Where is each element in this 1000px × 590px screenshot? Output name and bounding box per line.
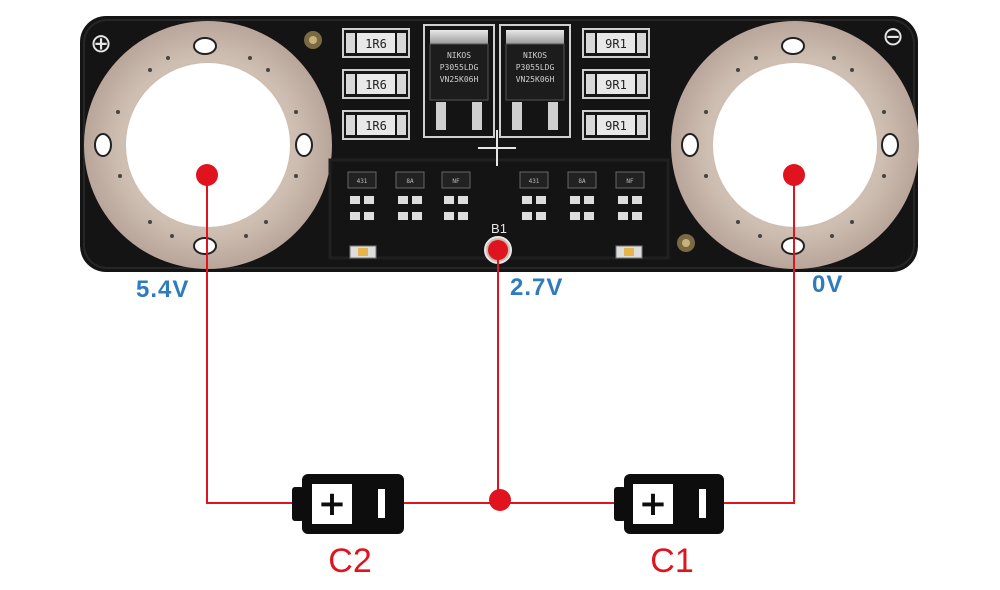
battery-terminal-icon [292,487,304,521]
chip-label: 8A [578,178,586,185]
probe-dot-right [783,164,805,186]
right-pad-slot-right [881,133,899,157]
mosfet-mark-line1: NIKOS [447,51,471,60]
voltage-label-left: 5.4V [136,276,189,303]
chip-label: NF [626,178,634,185]
wire-left [206,175,300,504]
resistor-label: 1R6 [365,37,387,51]
right-resistors: 9R1 9R1 9R1 [582,28,650,140]
wire-right [723,175,795,504]
chip-label: NF [452,178,460,185]
left-terminal-pad [84,21,332,269]
right-terminal-pad [671,21,919,269]
capacitor-label-c1: C1 [650,542,693,580]
pcb-trace-outline [328,158,670,260]
minus-bar-icon [378,489,385,518]
left-pad-slot-top [193,37,217,55]
chip-label: 8A [406,178,414,185]
right-pad-hole [713,63,877,227]
left-pad-slot-bottom [193,237,217,255]
right-pad-slot-left [681,133,699,157]
mosfet-mark-line2: P3055LDG [440,63,479,72]
left-pad-slot-left [94,133,112,157]
mosfet-mark-line2: P3055LDG [516,63,555,72]
resistor-label: 9R1 [605,119,627,133]
left-pad-slot-right [295,133,313,157]
wiring [206,175,795,504]
resistor-label: 9R1 [605,78,627,92]
node-b1-label: B1 [491,221,507,236]
small-chips-left: 431 8A NF [347,171,471,259]
resistor-label: 9R1 [605,37,627,51]
mosfet-left: NIKOS P3055LDG VN25K06H [423,24,495,138]
chip-label: 431 [357,178,368,185]
mosfet-mark-line1: NIKOS [523,51,547,60]
battery-terminal-icon [614,487,626,521]
small-chips-right: 431 8A NF [519,171,645,259]
mosfet-mark-line3: VN25K06H [516,75,555,84]
junction-dot [489,489,511,511]
capacitor-c1: + C1 [614,474,724,580]
minus-polarity-icon: ⊖ [882,22,904,52]
plus-icon: + [639,484,668,524]
plus-icon: + [318,484,347,524]
resistor-label: 1R6 [365,78,387,92]
voltage-label-right: 0V [812,271,843,298]
pad-vias [116,56,886,238]
capacitor-label-c2: C2 [328,542,371,580]
mosfet-mark-line3: VN25K06H [440,75,479,84]
probe-dot-left [196,164,218,186]
plus-polarity-icon: ⊕ [90,29,112,59]
capacitor-c2: + C2 [292,474,404,580]
right-pad-slot-top [781,37,805,55]
chip-label: 431 [529,178,540,185]
mosfet-right: NIKOS P3055LDG VN25K06H [499,24,571,138]
pcb-board: ⊕ ⊖ 1R6 1R6 [80,16,919,272]
center-crosshair-icon [478,130,516,166]
left-pad-hole [126,63,290,227]
voltage-label-middle: 2.7V [510,274,563,301]
minus-bar-icon [699,489,706,518]
resistor-label: 1R6 [365,119,387,133]
left-resistors: 1R6 1R6 1R6 [342,28,410,140]
probe-dot-middle [488,240,508,260]
